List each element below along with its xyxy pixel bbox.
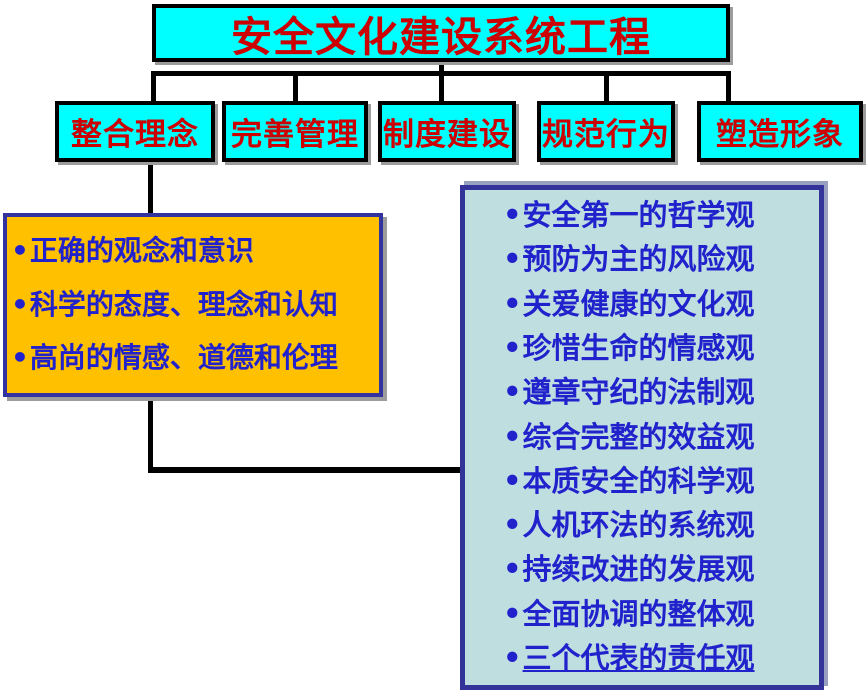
value-item: •持续改进的发展观 [503, 552, 755, 587]
branch-box-improve-management: 完善管理 [222, 101, 368, 162]
value-item: •综合完整的效益观 [503, 419, 755, 454]
branch-label: 制度建设 [383, 117, 511, 153]
branch-box-standardize-behavior: 规范行为 [537, 101, 675, 162]
bullet-icon: • [503, 242, 522, 277]
concept-item: •高尚的情感、道德和伦理 [11, 340, 338, 374]
branch-label: 塑造形象 [716, 117, 844, 153]
value-item: •关爱健康的文化观 [503, 286, 755, 321]
bullet-icon: • [503, 596, 522, 631]
concept-item: •科学的态度、理念和认知 [11, 287, 338, 321]
values-box: •安全第一的哲学观 •预防为主的风险观 •关爱健康的文化观 •珍惜生命的情感观 … [460, 185, 824, 690]
bullet-icon: • [503, 508, 522, 543]
connector-drop-branch-2 [293, 74, 298, 101]
bullet-icon: • [503, 286, 522, 321]
branch-box-integrate-concepts: 整合理念 [55, 101, 215, 162]
diagram-title-box: 安全文化建设系统工程 [152, 4, 730, 62]
branch-label: 整合理念 [71, 117, 199, 153]
bullet-icon: • [503, 640, 522, 675]
connector-drop-branch-4 [604, 74, 609, 101]
bullet-icon: • [503, 330, 522, 365]
connector-rail [151, 71, 731, 76]
bullet-icon: • [11, 340, 29, 374]
value-item-underlined: •三个代表的责任观 [503, 640, 755, 675]
connector-drop-branch-1 [151, 74, 156, 101]
connector-drop-branch-5 [726, 74, 731, 101]
connector-concepts-to-values [148, 467, 462, 473]
value-item: •预防为主的风险观 [503, 242, 755, 277]
bullet-icon: • [503, 552, 522, 587]
concept-item: •正确的观念和意识 [11, 234, 254, 268]
value-item: •人机环法的系统观 [503, 508, 755, 543]
diagram-title: 安全文化建设系统工程 [231, 13, 651, 61]
concepts-box: •正确的观念和意识 •科学的态度、理念和认知 •高尚的情感、道德和伦理 [3, 213, 383, 397]
value-item: •珍惜生命的情感观 [503, 330, 755, 365]
connector-title-drop [439, 62, 444, 101]
connector-concepts-drop [148, 396, 153, 473]
branch-box-system-building: 制度建设 [378, 101, 516, 162]
branch-label: 规范行为 [542, 117, 670, 153]
branch-box-shape-image: 塑造形象 [697, 101, 863, 162]
bullet-icon: • [503, 463, 522, 498]
value-item: •安全第一的哲学观 [503, 198, 755, 233]
branch-label: 完善管理 [231, 117, 359, 153]
bullet-icon: • [11, 287, 29, 321]
value-item: •全面协调的整体观 [503, 596, 755, 631]
bullet-icon: • [11, 234, 29, 268]
bullet-icon: • [503, 375, 522, 410]
bullet-icon: • [503, 198, 522, 233]
bullet-icon: • [503, 419, 522, 454]
connector-branch1-to-concepts [148, 161, 153, 213]
value-item: •本质安全的科学观 [503, 463, 755, 498]
value-item: •遵章守纪的法制观 [503, 375, 755, 410]
